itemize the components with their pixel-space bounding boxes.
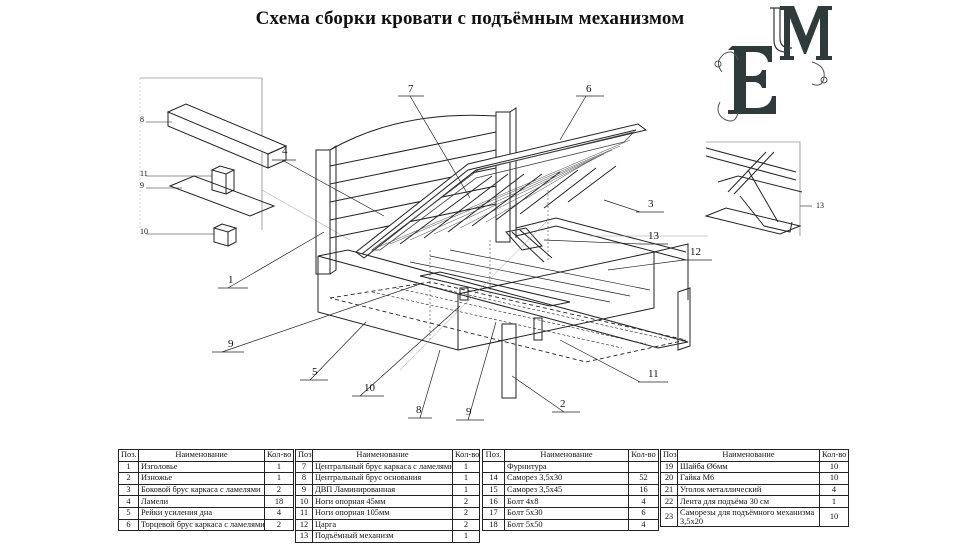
inset-right-detail [704,141,812,236]
lifted-frame [355,123,648,259]
header-name: Наименование [138,449,265,462]
assembly-drawing [139,77,812,421]
callout-11: 11 [648,368,659,380]
header-qty: Кол-во [264,449,294,462]
page-title: Схема сборки кровати с подъёмным механиз… [255,8,685,29]
table-section-header: Фурнитура [482,460,659,474]
callout-13: 13 [648,230,659,242]
callout-8: 8 [416,404,422,416]
monogram-logo [714,6,832,122]
callout-9: 9 [228,338,234,350]
inset-callout-10: 10 [140,227,148,236]
inset-callout-13: 13 [816,201,824,210]
inset-callout-8: 8 [140,115,144,124]
callout-6: 6 [586,83,592,95]
callout-10: 10 [364,382,375,394]
callout-7: 7 [408,83,414,95]
callout-9b: 9 [466,406,472,418]
inset-callout-11: 11 [140,169,148,178]
callout-12: 12 [690,246,701,258]
inset-left-detail [139,77,351,247]
callout-2: 2 [560,398,566,410]
callout-4: 4 [282,145,288,157]
callout-1: 1 [228,274,234,286]
callout-3: 3 [648,198,654,210]
leader-lines [212,95,712,421]
bed-base [317,190,691,399]
headboard [315,107,517,275]
inset-callout-9: 9 [140,181,144,190]
header-pos: Поз. [118,449,139,462]
callout-5: 5 [312,366,318,378]
